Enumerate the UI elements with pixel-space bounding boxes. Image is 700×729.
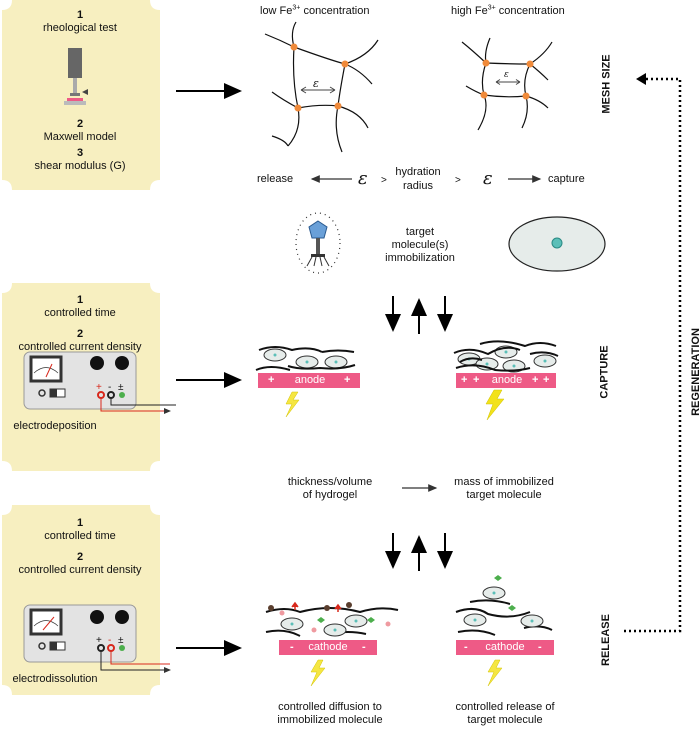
anode-right xyxy=(453,340,559,421)
release-device-label: electrodissolution xyxy=(12,673,98,685)
mesh-network-low xyxy=(264,21,379,153)
rheometer-icon xyxy=(64,48,88,105)
mesh-nodes-low xyxy=(290,43,349,112)
epsilon-low: ε xyxy=(313,77,319,90)
mesh-network-high xyxy=(461,37,553,131)
diffusion-line2: immobilized molecule xyxy=(277,714,383,726)
anode-left-plus1: + xyxy=(268,374,275,386)
capture-word: capture xyxy=(548,173,585,185)
cathode-left-label: cathode xyxy=(308,641,348,653)
release-word: release xyxy=(257,173,294,185)
mesh-size-side-label: MESH SIZE xyxy=(600,54,613,114)
mesh-step2-number: 2 xyxy=(76,118,84,130)
epsilon-left: ε xyxy=(358,168,368,189)
release-side-label: RELEASE xyxy=(599,614,612,666)
release-terminal-minus: - xyxy=(108,635,112,646)
low-fe-label: low Fe3+ concentration xyxy=(260,4,370,17)
capture-step2-label: controlled current density xyxy=(18,341,142,353)
cathode-left-minus2: - xyxy=(362,641,366,653)
anode-right-label: anode xyxy=(491,374,523,386)
mass-line1: mass of immobilized xyxy=(454,476,554,488)
release-step2-label: controlled current density xyxy=(18,564,142,576)
cathode-right-label: cathode xyxy=(485,641,525,653)
anode-right-plus2: + xyxy=(473,374,480,386)
cathode-left-minus1: - xyxy=(290,641,294,653)
bolt-icon-cathode-left xyxy=(310,659,326,687)
bolt-icon-anode-left xyxy=(285,391,300,418)
phage-icon xyxy=(295,212,341,274)
anode-right-plus4: + xyxy=(543,374,550,386)
mesh-nodes-high xyxy=(480,59,534,100)
panel-mesh-shape xyxy=(2,0,160,190)
regeneration-label: REGENERATION xyxy=(689,328,700,416)
release-step2-number: 2 xyxy=(76,551,84,563)
capture-side-label: CAPTURE xyxy=(598,345,611,399)
anode-right-plus3: + xyxy=(532,374,539,386)
regeneration-loop xyxy=(624,77,682,633)
thickness-line2: of hydrogel xyxy=(302,489,358,501)
regeneration-arrowhead xyxy=(636,73,646,85)
cathode-right xyxy=(455,575,554,687)
capture-step2-number: 2 xyxy=(76,328,84,340)
mesh-step3-label: shear modulus (G) xyxy=(34,160,126,172)
high-fe-label: high Fe3+ concentration xyxy=(451,4,565,17)
capture-device-label: electrodeposition xyxy=(13,420,97,432)
cathode-right-minus2: - xyxy=(538,641,542,653)
capture-step1-label: controlled time xyxy=(44,307,116,319)
hydration-label-line2: radius xyxy=(403,180,433,192)
diffusion-line1: controlled diffusion to xyxy=(278,701,382,713)
mesh-step3-number: 3 xyxy=(76,147,84,159)
release-result-line1: controlled release of xyxy=(455,701,555,713)
hydration-label-line1: hydration xyxy=(395,166,441,178)
target-label-line3: immobilization xyxy=(385,252,455,264)
capture-terminal-pm: ± xyxy=(118,382,124,393)
bolt-icon-cathode-right xyxy=(487,659,503,687)
anode-left-label: anode xyxy=(294,374,326,386)
equilibrium-arrows-1 xyxy=(385,296,453,334)
capture-terminal-minus: - xyxy=(108,382,112,393)
epsilon-right: ε xyxy=(483,168,493,189)
capture-step1-number: 1 xyxy=(76,294,84,306)
power-supply-release xyxy=(23,604,171,673)
capture-terminal-plus: + xyxy=(96,382,102,393)
mesh-step1-label: rheological test xyxy=(43,22,117,34)
cathode-left xyxy=(265,601,399,687)
equilibrium-arrows-2 xyxy=(385,533,453,571)
cathode-right-minus1: - xyxy=(464,641,468,653)
anode-left-plus2: + xyxy=(344,374,351,386)
release-result-line2: target molecule xyxy=(467,714,543,726)
epsilon-high: ε xyxy=(504,70,509,80)
release-step1-label: controlled time xyxy=(44,530,116,542)
greater-right: > xyxy=(455,175,461,186)
power-supply-capture xyxy=(23,351,176,414)
greater-left: > xyxy=(381,175,387,186)
mass-line2: target molecule xyxy=(466,489,542,501)
release-terminal-plus: + xyxy=(96,635,102,646)
anode-left xyxy=(255,346,360,418)
bolt-icon-anode-right xyxy=(485,389,505,421)
mesh-step2-label: Maxwell model xyxy=(43,131,117,143)
release-terminal-pm: ± xyxy=(118,635,124,646)
target-label-line2: molecule(s) xyxy=(391,239,449,251)
release-step1-number: 1 xyxy=(76,517,84,529)
target-label-line1: target xyxy=(405,226,435,238)
thickness-line1: thickness/volume xyxy=(287,476,373,488)
anode-right-plus1: + xyxy=(461,374,468,386)
mesh-step1-number: 1 xyxy=(76,9,84,21)
